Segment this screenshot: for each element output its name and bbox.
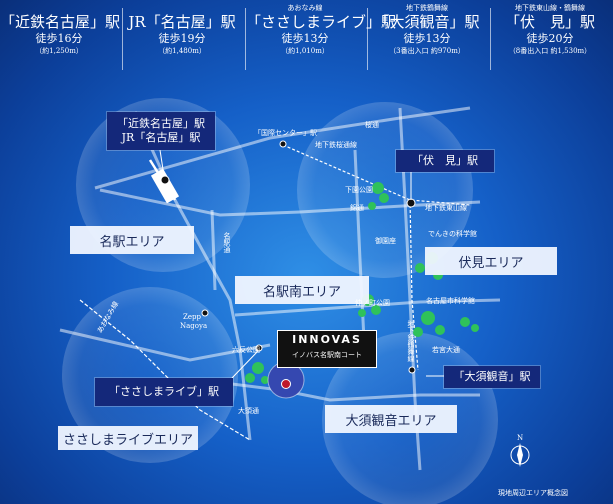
label-wakamiya-odori: 若宮大通 (432, 346, 460, 354)
minor-road (353, 149, 367, 361)
divider (490, 8, 491, 70)
divider (367, 8, 368, 70)
area-label-sasashima: ささしまライブエリア (58, 426, 198, 450)
callout-kintetsu-jr: 「近鉄名古屋」駅 JR「名古屋」駅 (107, 112, 215, 150)
sakura-dori-road (94, 106, 471, 190)
park (261, 376, 269, 384)
label-sakura-dori: 桜通 (365, 121, 379, 129)
label-misonoza: 御園座 (375, 237, 396, 245)
park (421, 311, 435, 325)
callout-osu: 「大須観音」駅 (444, 366, 540, 388)
park (379, 193, 389, 203)
label-shimomaezu-park: 下園公園 (345, 186, 373, 194)
station-kintetsu-nagoya: 「近鉄名古屋」駅 徒歩16分 （約1,250m） (0, 13, 121, 55)
property-marker-icon (281, 379, 291, 389)
area-label-fushimi: 伏見エリア (425, 247, 557, 275)
label-science-museum: 名古屋市科学館 (426, 297, 475, 305)
callout-lines (159, 149, 444, 379)
map-note: 現地周辺エリア概念図 (498, 489, 568, 497)
park (413, 327, 423, 337)
compass-n-label: N (517, 434, 524, 442)
label-subway-sakura: 地下鉄桜通線 (315, 141, 357, 149)
park (371, 305, 381, 315)
station-dots (160, 140, 416, 374)
property-label: INNOVAS イノバス名駅南コート (277, 330, 377, 368)
park (415, 263, 425, 273)
park (252, 362, 264, 374)
station-dot-sasashima (255, 344, 263, 352)
station-dot-osu (408, 366, 416, 374)
station-dot-fushimi (406, 198, 416, 208)
station-sasashima-live: あおなみ線 「ささしまライブ」駅 徒歩13分 （約1,010m） (246, 4, 397, 55)
area-label-meieki: 名駅エリア (70, 226, 194, 254)
label-zepp: Zepp (183, 313, 201, 321)
aonami-line (79, 299, 251, 441)
park (245, 373, 255, 383)
park (358, 309, 366, 317)
fushimi-area-circle (297, 102, 473, 278)
park (471, 324, 479, 332)
divider (122, 8, 123, 70)
subway-line (282, 144, 471, 206)
side-road (59, 328, 271, 362)
park (368, 202, 376, 210)
label-rokuban-park: 六反公園 (232, 346, 260, 354)
tsurumai-line (409, 199, 419, 371)
station-jr-nagoya: JR「名古屋」駅 徒歩19分 （約1,480m） (128, 13, 236, 55)
station-fushimi: 地下鉄東山線・鶴舞線 「伏 見」駅 徒歩20分 （8番出入口 約1,530m） (504, 4, 595, 55)
area-label-meieki-minami: 名駅南エリア (235, 276, 369, 304)
label-meieki-dori: 名駅通 (223, 232, 231, 253)
station-dot-nagoya (160, 175, 170, 185)
label-tsurumai-line: 地下鉄鶴舞線 (407, 320, 415, 362)
callout-line (159, 149, 165, 177)
label-osu-dori: 大須通 (238, 407, 259, 415)
callout-line (231, 350, 259, 379)
callout-sasashima: 「ささしまライブ」駅 (95, 378, 233, 406)
label-subway-higashiyama: 地下鉄東山線 (425, 204, 467, 212)
sasashima-area-circle (62, 287, 238, 463)
station-access-header: 「近鉄名古屋」駅 徒歩16分 （約1,250m） JR「名古屋」駅 徒歩19分 … (0, 0, 613, 80)
label-denki-museum: でんきの科学館 (428, 230, 477, 238)
zepp-dot (201, 309, 209, 317)
park (372, 182, 384, 194)
wakamiya-road (234, 298, 501, 317)
nagoya-station-block (150, 168, 180, 204)
minor-road (210, 209, 217, 291)
callout-fushimi: 「伏 見」駅 (396, 150, 494, 172)
station-osu-kannon: 地下鉄鶴舞線 「大須観音」駅 徒歩13分 （3番出入口 約970m） (374, 4, 480, 55)
station-dot-kokusai (279, 140, 287, 148)
divider (245, 8, 246, 70)
area-label-osu: 大須観音エリア (325, 405, 457, 433)
label-nishiki-dori: 錦通 (350, 204, 364, 212)
compass (510, 443, 530, 467)
label-nagoya: Nagoya (180, 322, 208, 330)
north-arrow-icon (517, 443, 523, 467)
park (460, 317, 470, 327)
osu-dori-road (199, 378, 480, 402)
label-kokusai-center: 「国際センター」駅 (254, 129, 317, 137)
park (435, 325, 445, 335)
label-nakanocho-park: 仲ノ町公園 (355, 299, 390, 307)
